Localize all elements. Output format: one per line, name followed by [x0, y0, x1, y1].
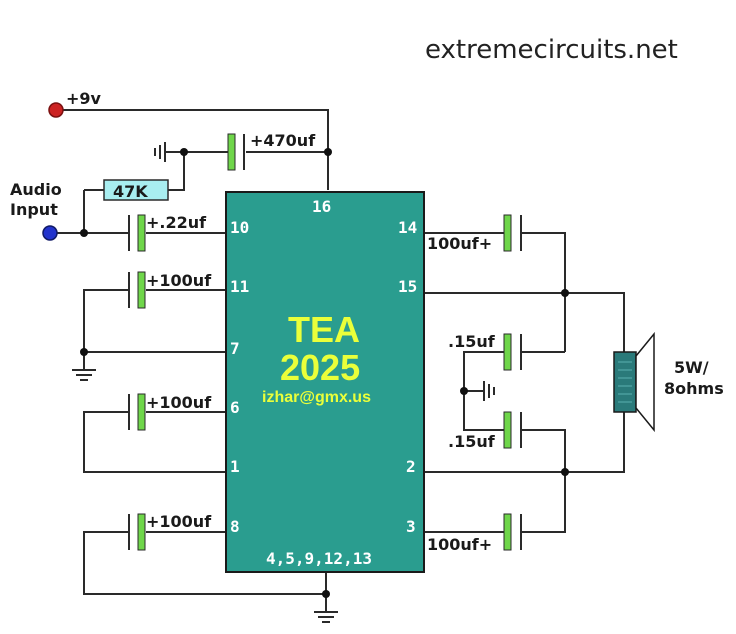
wire-pin3-right — [522, 472, 566, 533]
capacitor-100uf-pin3 — [503, 513, 522, 551]
capacitor-100uf-pin6 — [128, 393, 146, 431]
wire-pin6-loop — [83, 411, 226, 473]
input-terminal — [42, 225, 58, 241]
cap-015uf-bottom-label: .15uf — [448, 432, 496, 451]
supply-label: +9v — [66, 89, 102, 108]
junction-dot — [561, 289, 569, 297]
pin-2: 2 — [406, 457, 416, 476]
junction-dot — [561, 468, 569, 476]
ground-icon — [72, 369, 96, 381]
chip-title-line2: 2025 — [280, 347, 360, 388]
ground-icon — [483, 381, 495, 401]
wire-pin14-right — [522, 232, 566, 352]
speaker-label-line2: 8ohms — [664, 379, 724, 398]
wire-pin15 — [424, 292, 625, 352]
cap-100uf-pin14-label: 100uf+ — [427, 234, 492, 253]
ground-icon — [314, 611, 338, 623]
pin-16: 16 — [312, 197, 331, 216]
speaker-icon — [613, 331, 655, 433]
pin-15: 15 — [398, 277, 417, 296]
cap-100uf-pin3-label: 100uf+ — [427, 535, 492, 554]
pin-14: 14 — [398, 218, 417, 237]
pin-8: 8 — [230, 517, 240, 536]
pin-3: 3 — [406, 517, 416, 536]
junction-dot — [322, 590, 330, 598]
resistor-47k — [103, 179, 169, 201]
resistor-label: 47K — [113, 182, 148, 201]
capacitor-015uf-top — [503, 333, 522, 371]
wire-c15-bot-right — [522, 429, 566, 472]
pin-1: 1 — [230, 457, 240, 476]
chip-email: izhar@gmx.us — [262, 389, 371, 406]
wire-pin11-loop — [83, 289, 226, 353]
supply-terminal — [48, 102, 64, 118]
cap-470uf-label: +470uf — [250, 131, 316, 150]
pin-6: 6 — [230, 398, 240, 417]
chip-tea2025 — [225, 191, 425, 573]
capacitor-015uf-bottom — [503, 411, 522, 449]
capacitor-100uf-pin14 — [503, 214, 522, 252]
junction-dot — [324, 148, 332, 156]
wire-pin2 — [424, 412, 625, 473]
junction-dot — [80, 348, 88, 356]
pin-10: 10 — [230, 218, 249, 237]
speaker-label-line1: 5W/ — [674, 358, 709, 377]
wire-res-right — [168, 152, 185, 191]
wire-supply — [62, 109, 329, 190]
capacitor-100uf-pin8 — [128, 513, 146, 551]
capacitor-100uf-pin11 — [128, 271, 146, 309]
chip-title-line1: TEA — [288, 309, 360, 350]
cap-100uf-pin6-label: +100uf — [146, 393, 212, 412]
ground-icon — [154, 142, 166, 162]
junction-dot — [80, 229, 88, 237]
cap-022uf-label: +.22uf — [146, 213, 207, 232]
input-label-line1: Audio — [10, 180, 62, 199]
wire-pin8-loop — [83, 531, 327, 612]
cap-015uf-top-label: .15uf — [448, 332, 496, 351]
site-title: extremecircuits.net — [425, 35, 678, 65]
pin-7: 7 — [230, 339, 240, 358]
capacitor-022uf — [128, 214, 146, 252]
pin-11: 11 — [230, 277, 249, 296]
cap-100uf-pin8-label: +100uf — [146, 512, 212, 531]
cap-100uf-pin11-label: +100uf — [146, 271, 212, 290]
capacitor-470uf — [227, 133, 245, 171]
pin-ground-group: 4,5,9,12,13 — [266, 549, 372, 568]
junction-dot — [460, 387, 468, 395]
input-label-line2: Input — [10, 200, 58, 219]
junction-dot — [180, 148, 188, 156]
